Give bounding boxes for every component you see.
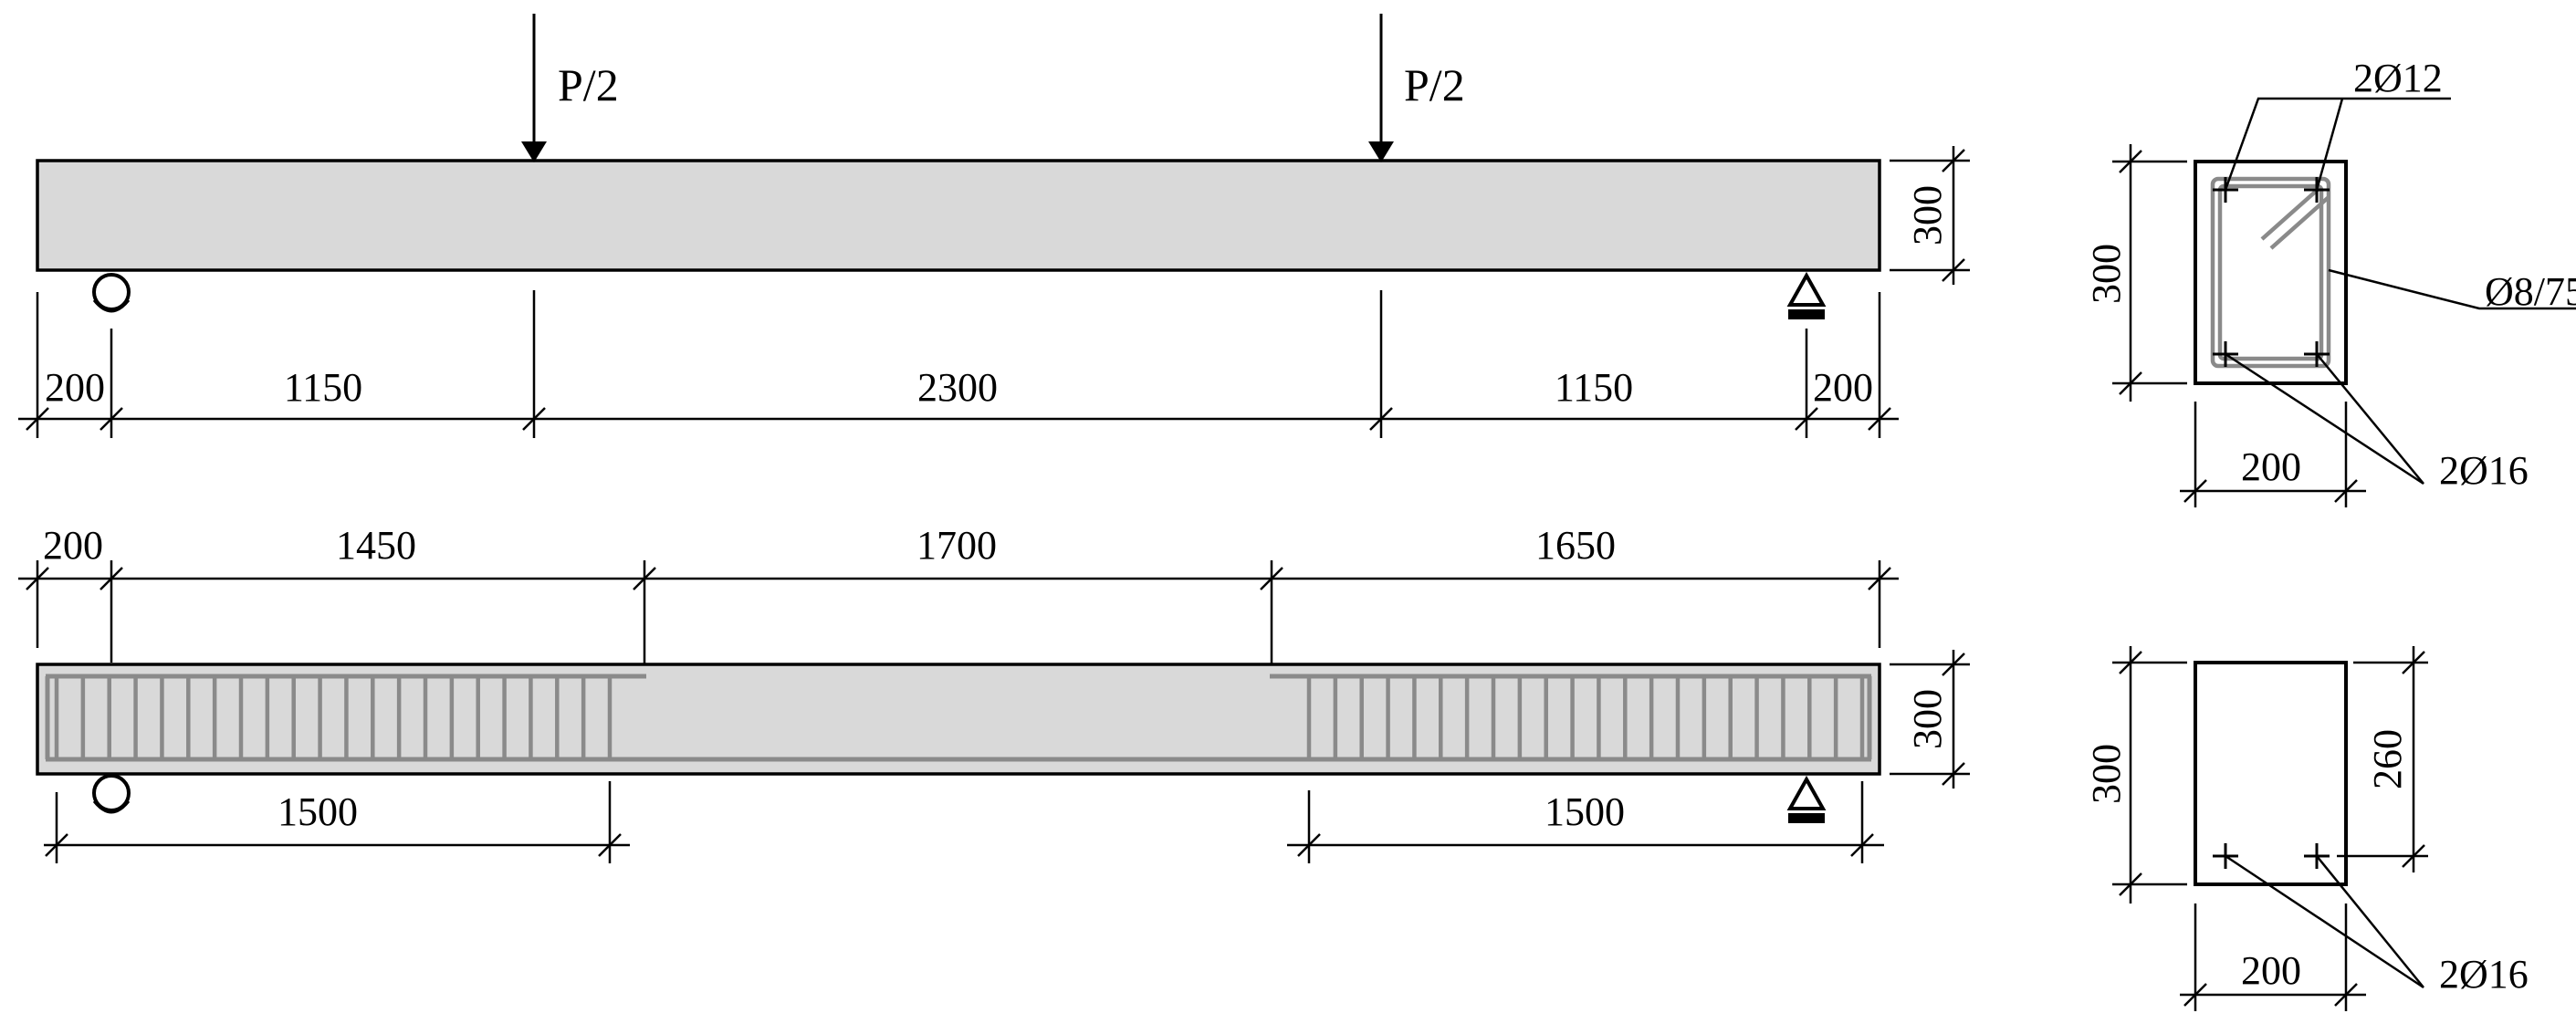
stirrup-zone-label-left: 1500 <box>277 789 358 834</box>
section-b-bottom-bars-label: 2Ø16 <box>2439 952 2529 997</box>
stirrup-zone-dimension-right <box>1287 781 1884 863</box>
section-a-stirrup-label: Ø8/75 <box>2485 269 2576 314</box>
load-arrow-right <box>1368 14 1394 162</box>
stirrup-zone-dimension-left <box>44 781 630 863</box>
section-a-width-label: 200 <box>2241 444 2301 489</box>
bottom-beam-elevation: 200 1450 1700 1650 300 <box>18 523 1970 863</box>
section-a-height-label: 300 <box>2084 244 2129 304</box>
section-b-width-label: 200 <box>2241 948 2301 993</box>
top-span-label-1: 200 <box>45 365 105 410</box>
section-a-leaders <box>2224 97 2576 486</box>
section-b-height-dimension <box>2112 646 2187 903</box>
section-b-depth-dimension <box>2337 646 2428 872</box>
zone-label-3: 1700 <box>916 523 997 568</box>
section-b-depth-label: 260 <box>2365 729 2410 789</box>
pin-support-right <box>1786 271 1827 319</box>
cross-section-a: 2Ø12 Ø8/75 2Ø16 300 200 <box>2084 56 2576 507</box>
section-a-stirrup-inner <box>2217 183 2324 361</box>
section-b-leaders <box>2225 854 2424 989</box>
section-a-stirrup <box>2210 176 2331 369</box>
section-a-top-bars-label: 2Ø12 <box>2353 56 2443 100</box>
stirrup-group-right <box>1306 676 1865 759</box>
zone-label-1: 200 <box>43 523 103 568</box>
top-span-label-5: 200 <box>1813 365 1873 410</box>
zone-dimension <box>18 560 1899 675</box>
roller-support-left-2 <box>92 774 131 814</box>
roller-support-left <box>92 273 131 313</box>
section-b-height-label: 300 <box>2084 744 2129 804</box>
section-b-outline <box>2194 661 2348 886</box>
section-a-bottom-bars-label: 2Ø16 <box>2439 448 2529 493</box>
load-arrow-left <box>521 14 547 162</box>
top-span-label-4: 1150 <box>1555 365 1633 410</box>
top-beam-body <box>36 159 1881 272</box>
cross-section-b: 2Ø16 300 260 200 <box>2084 646 2529 1011</box>
pin-support-right-2 <box>1786 775 1827 823</box>
section-b-width-dimension <box>2180 903 2366 1011</box>
top-span-label-3: 2300 <box>917 365 998 410</box>
load-label-left: P/2 <box>558 59 619 110</box>
top-height-label: 300 <box>1905 185 1950 245</box>
zone-label-4: 1650 <box>1535 523 1616 568</box>
bottom-height-dimension <box>1890 650 1970 789</box>
load-label-right: P/2 <box>1404 59 1465 110</box>
stirrup-group-left <box>54 676 613 759</box>
stirrup-hook-2 <box>2269 195 2330 250</box>
section-a-height-dimension <box>2112 144 2187 402</box>
stirrup-hook-1 <box>2260 186 2321 241</box>
zone-label-2: 1450 <box>336 523 416 568</box>
bottom-height-label: 300 <box>1905 689 1950 749</box>
section-a-width-dimension <box>2180 402 2366 507</box>
top-span-dimension <box>18 290 1899 438</box>
top-span-label-2: 1150 <box>284 365 362 410</box>
top-beam-elevation: P/2 P/2 300 <box>18 14 1970 438</box>
top-height-dimension <box>1890 146 1970 285</box>
stirrup-zone-label-right: 1500 <box>1545 789 1625 834</box>
